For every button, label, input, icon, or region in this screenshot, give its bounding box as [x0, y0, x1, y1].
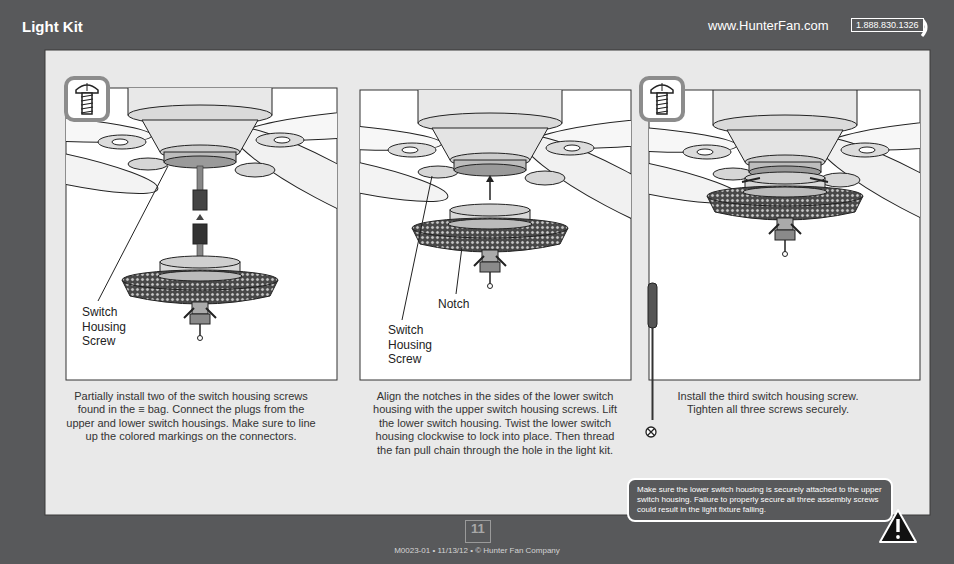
website-url: www.HunterFan.com [708, 18, 848, 34]
page-number: 11 [465, 520, 491, 543]
part-label: Switch Housing Screw [82, 305, 140, 349]
step-caption: Partially install two of the switch hous… [66, 390, 316, 444]
warning-box: Make sure the lower switch housing is se… [627, 478, 893, 522]
phone-box: 1.888.830.1326 [851, 18, 924, 32]
box-text: 11 [471, 521, 485, 536]
step-caption: Install the third switch housing screw. … [663, 390, 873, 417]
box-text: Make sure the lower switch housing is se… [637, 485, 883, 515]
part-label: Notch [438, 297, 498, 312]
box-text: 1.888.830.1326 [856, 20, 919, 30]
footer-text: M0023-01 • 11/13/12 • © Hunter Fan Compa… [0, 546, 954, 556]
part-label: Switch Housing Screw [388, 323, 446, 367]
page-title: Light Kit [22, 18, 83, 36]
step-caption: Align the notches in the sides of the lo… [370, 390, 620, 457]
